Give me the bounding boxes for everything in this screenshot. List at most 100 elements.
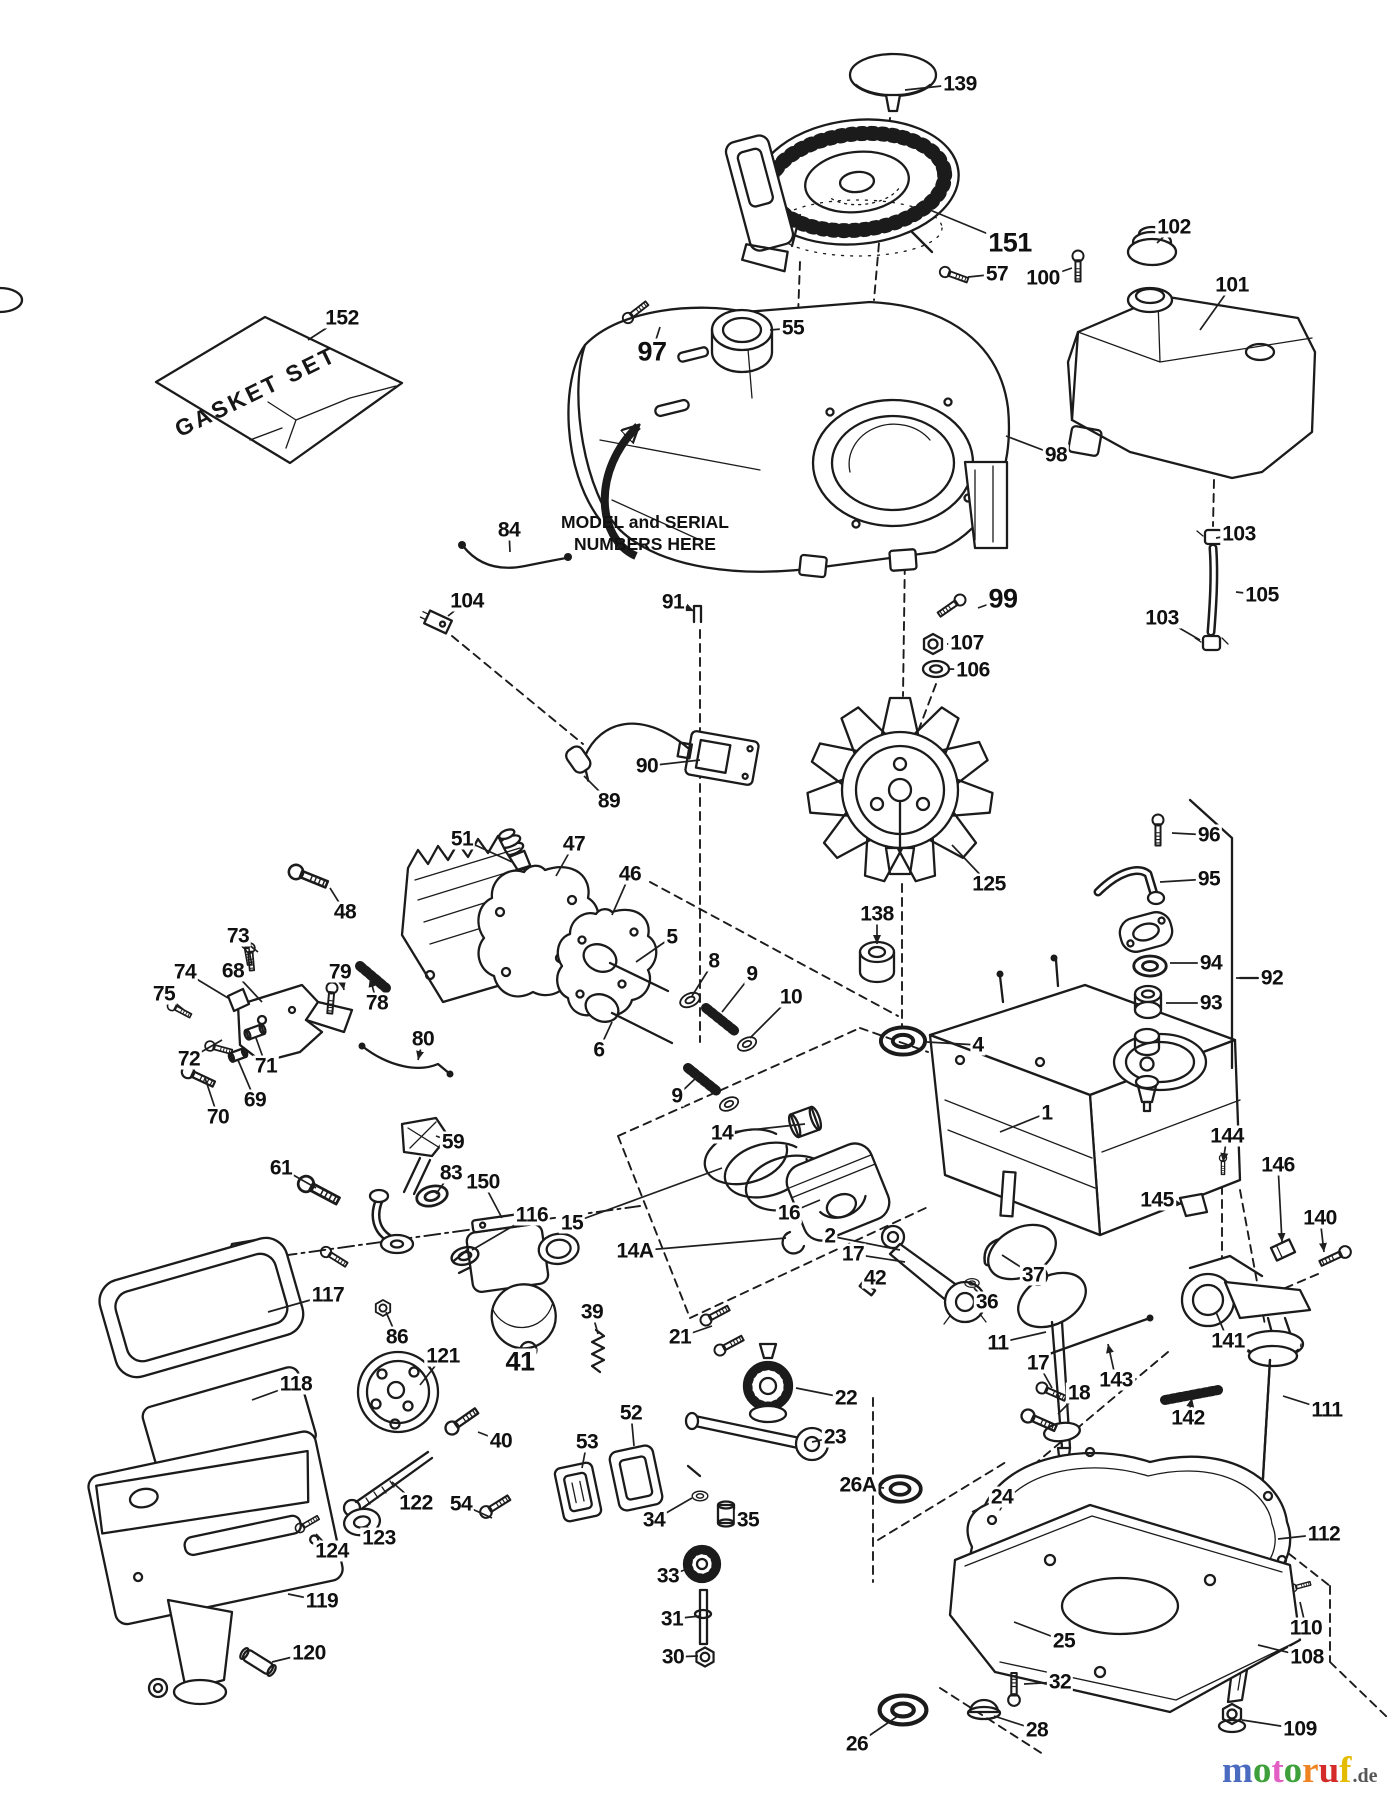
part-label: 41 [503, 1346, 537, 1377]
logo-letter: u [1318, 1750, 1340, 1791]
part-label: 30 [659, 1645, 687, 1669]
part-label: 102 [1155, 215, 1193, 239]
part-label: 145 [1138, 1188, 1176, 1212]
part-label: 72 [175, 1047, 203, 1071]
part-label: 103 [1143, 606, 1181, 630]
part-label: 21 [666, 1325, 694, 1349]
part-label: 112 [1305, 1522, 1343, 1546]
part-label: 80 [409, 1027, 437, 1051]
cylinder-head-group [243, 828, 658, 1017]
blower-housing [567, 300, 1011, 579]
part-label: 71 [252, 1054, 280, 1078]
part-label: 79 [326, 960, 354, 984]
governor-linkage [1018, 1153, 1354, 1436]
part-label: 109 [1281, 1717, 1319, 1741]
part-label: 15 [558, 1211, 586, 1235]
part-label: 83 [437, 1161, 465, 1185]
part-label: 94 [1197, 951, 1225, 975]
part-label: 35 [734, 1508, 762, 1532]
part-label: 32 [1046, 1670, 1074, 1694]
part-label: 121 [424, 1344, 462, 1368]
part-label: 106 [954, 658, 992, 682]
leader-line [1277, 1164, 1286, 1243]
part-label: 98 [1042, 443, 1070, 467]
logo-letter: o [1252, 1750, 1272, 1791]
logo-letter: o [1283, 1750, 1303, 1791]
logo-letter: f [1339, 1750, 1352, 1791]
crank-rod-23 [684, 1411, 830, 1462]
part-label: 16 [775, 1201, 803, 1225]
oil-sump-group [877, 1446, 1302, 1724]
terminal-104 [419, 609, 453, 635]
part-label: 55 [779, 316, 807, 340]
part-label: 9 [744, 962, 760, 986]
part-label: 4 [970, 1033, 986, 1057]
logo-domain-suffix: .de [1352, 1765, 1378, 1787]
part-label: 59 [439, 1130, 467, 1154]
logo-letter: t [1271, 1750, 1284, 1791]
logo-letter: r [1302, 1750, 1319, 1791]
part-label: 89 [595, 789, 623, 813]
part-label: 139 [941, 72, 979, 96]
governor-gear-group [682, 1342, 830, 1668]
part-label: 143 [1097, 1368, 1135, 1392]
part-label: 142 [1169, 1406, 1207, 1430]
air-cleaner [87, 1236, 514, 1706]
flywheel [805, 696, 995, 885]
part-label: 17 [839, 1242, 867, 1266]
model-serial-note: MODEL and SERIAL NUMBERS HERE [561, 511, 729, 555]
air-cleaner-base [87, 1430, 344, 1626]
part-label: 46 [616, 862, 644, 886]
leader-line [634, 1237, 787, 1252]
part-label: 124 [313, 1539, 351, 1563]
part-label: 110 [1287, 1616, 1325, 1640]
part-label: 105 [1243, 583, 1281, 607]
part-label: 42 [861, 1266, 889, 1290]
part-label: 48 [331, 900, 359, 924]
fuel-line [1194, 528, 1231, 652]
leader-line [999, 1112, 1048, 1133]
part-label: 70 [204, 1105, 232, 1129]
part-label: 91 [659, 590, 687, 614]
part-label: 68 [219, 959, 247, 983]
part-label: 14A [614, 1239, 656, 1263]
muffler-plates [553, 1302, 747, 1523]
logo-letter: m [1222, 1750, 1253, 1791]
part-label: 34 [640, 1508, 668, 1532]
filter-cup-121 [356, 1350, 440, 1434]
part-label: 5 [664, 925, 680, 949]
part-label: 25 [1050, 1629, 1078, 1653]
part-label: 86 [383, 1325, 411, 1349]
part-label: 100 [1024, 266, 1062, 290]
part-label: 118 [277, 1372, 315, 1396]
part-label: 73 [224, 924, 252, 948]
part-label: 74 [171, 960, 199, 984]
part-label: 24 [988, 1485, 1016, 1509]
leader-line [829, 1235, 901, 1251]
leader-line [926, 1041, 979, 1046]
part-label: 8 [706, 949, 722, 973]
oil-fill-column [1093, 798, 1260, 1113]
part-label: 31 [658, 1607, 686, 1631]
part-label: 9 [669, 1084, 685, 1108]
part-label: 61 [267, 1156, 295, 1180]
part-label: 125 [970, 872, 1008, 896]
part-label: 51 [448, 827, 476, 851]
leader-line [721, 1123, 806, 1134]
part-label: 54 [447, 1492, 475, 1516]
part-label: 26 [843, 1732, 871, 1756]
gov-gear-33 [682, 1544, 722, 1584]
part-label: 47 [560, 832, 588, 856]
part-label: 75 [150, 982, 178, 1006]
gasket-set-envelope [154, 315, 404, 465]
part-label: 122 [397, 1491, 435, 1515]
part-label: 99 [986, 583, 1020, 614]
ignition-group [419, 541, 760, 786]
part-label: 101 [1213, 273, 1251, 297]
part-label: 53 [573, 1430, 601, 1454]
part-label: 140 [1301, 1206, 1339, 1230]
